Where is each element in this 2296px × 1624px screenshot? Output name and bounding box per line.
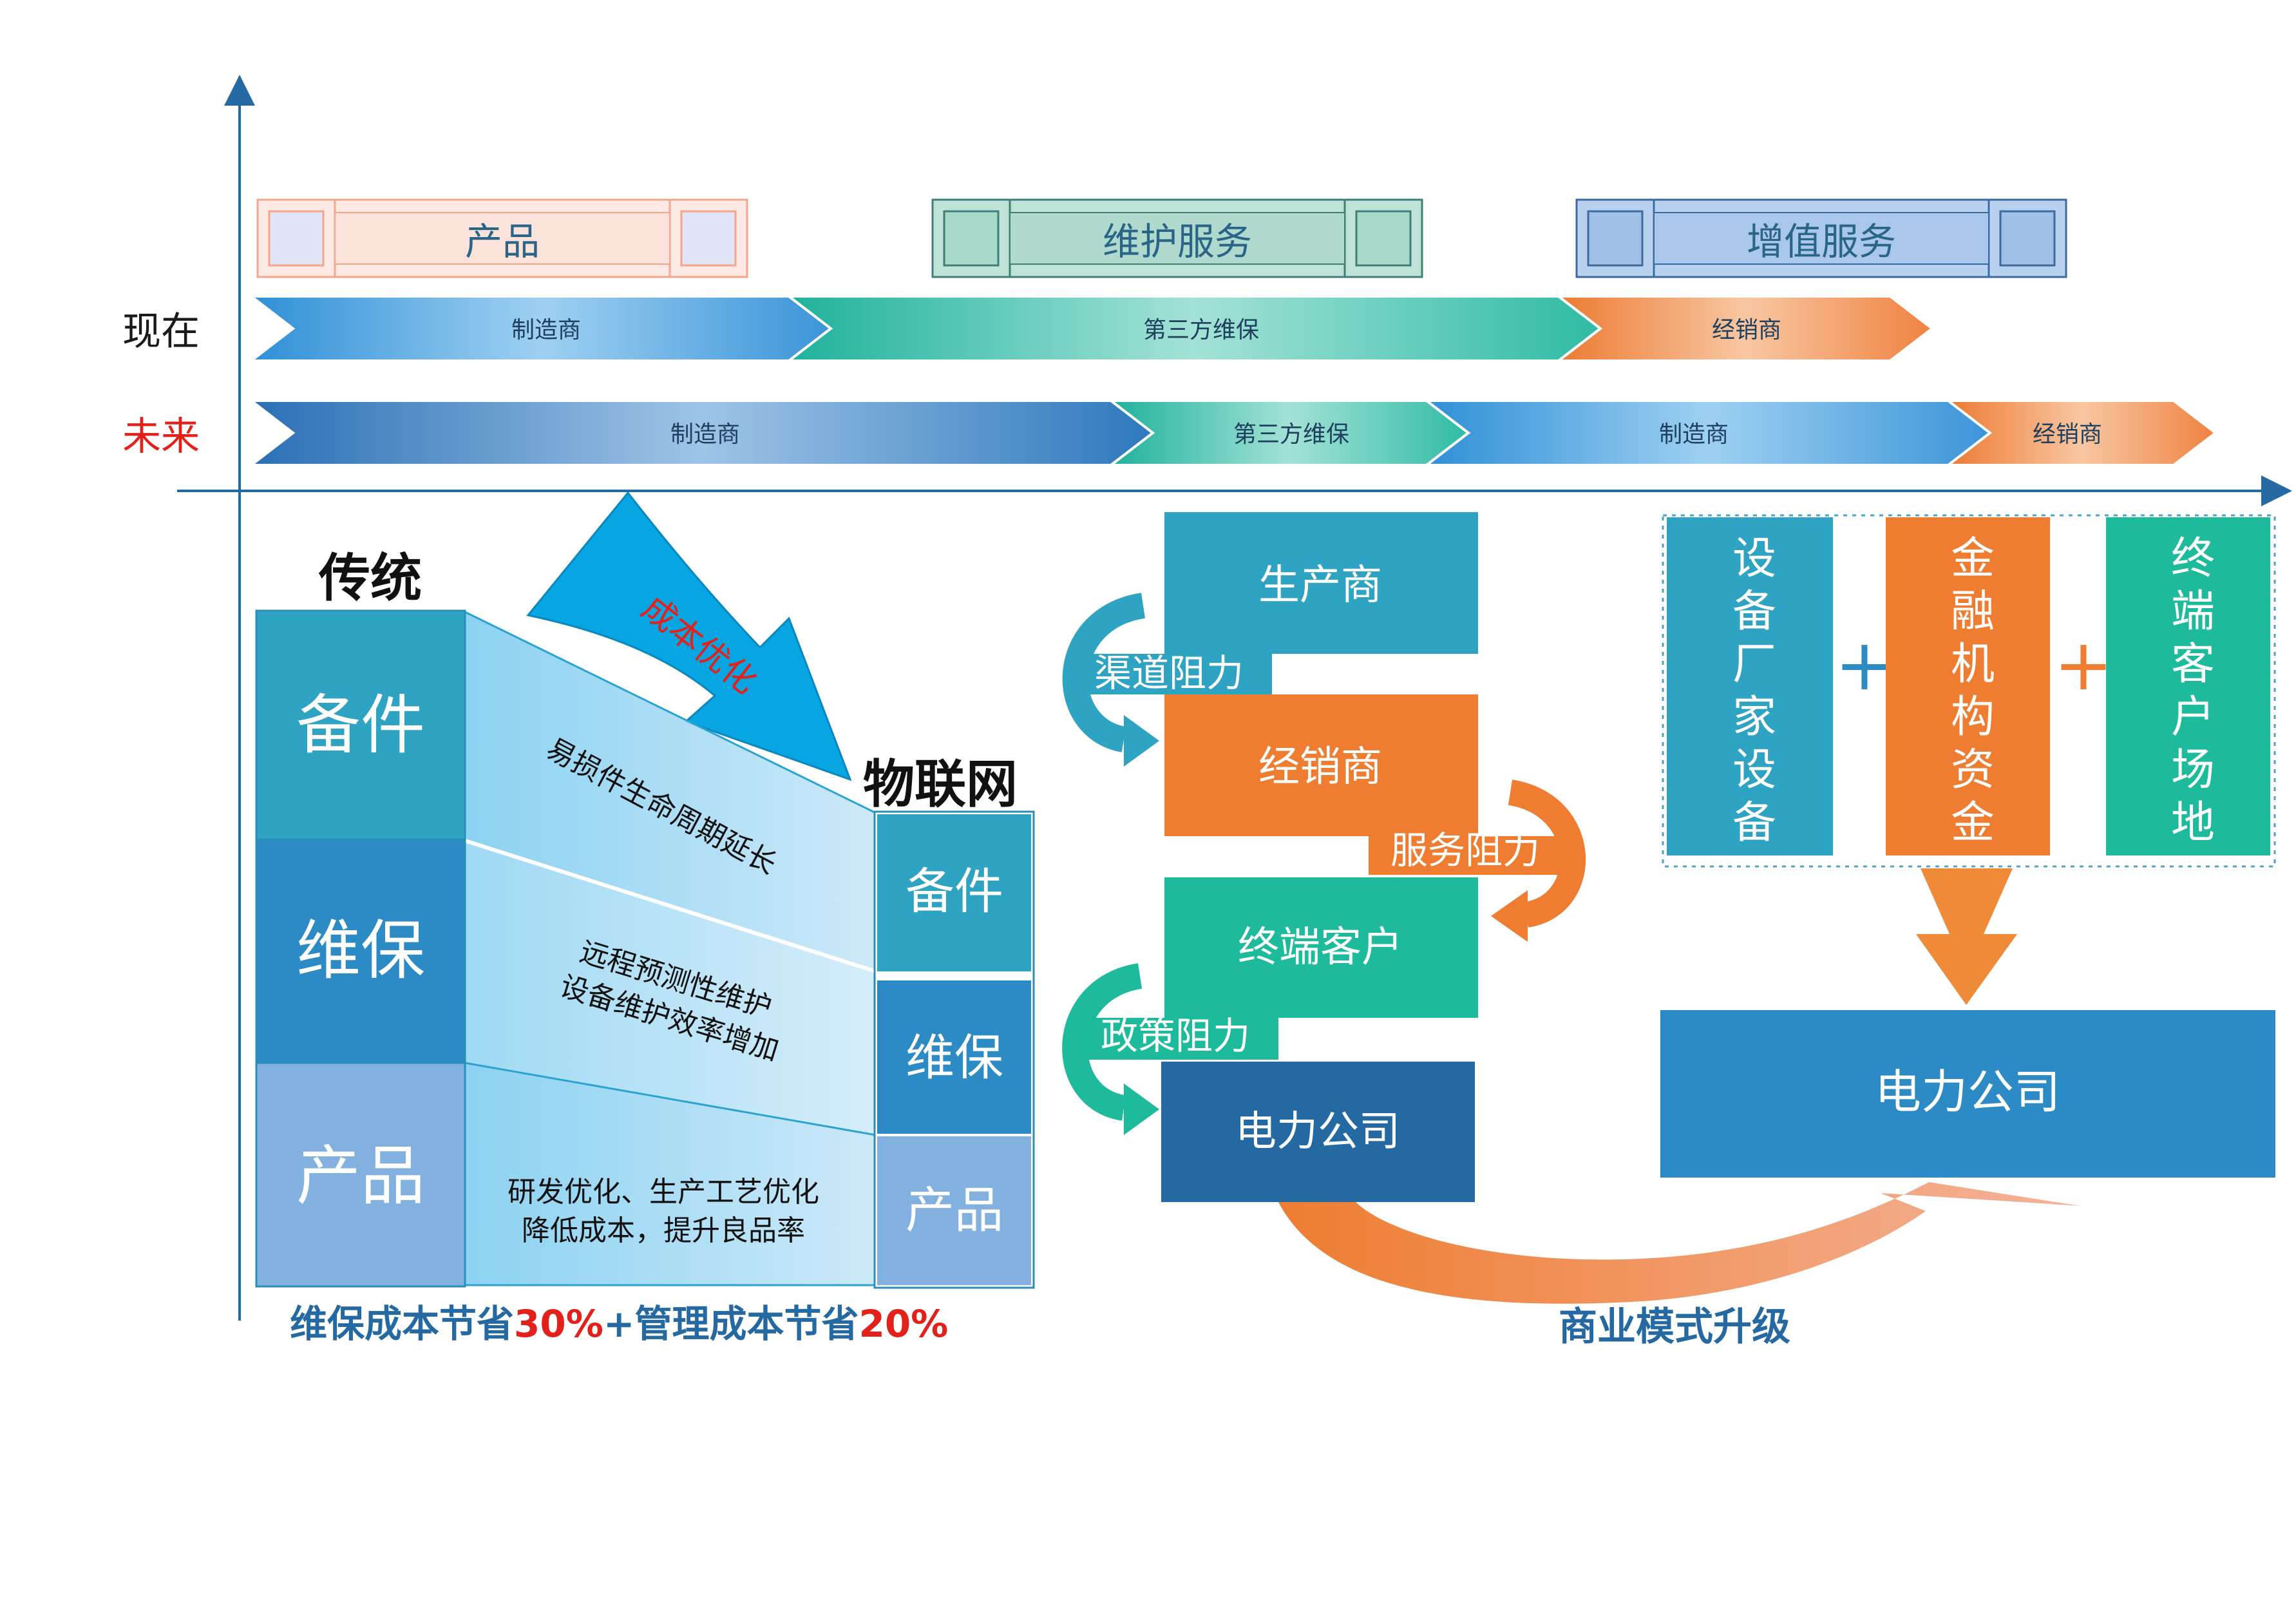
chain-node-producer: [1069, 512, 1478, 694]
future-chevron-manufacturer-1-label: 制造商: [670, 421, 740, 448]
chain-node-dealer: [1164, 694, 1571, 875]
traditional-stack: 备件 维保 产品: [255, 609, 466, 1288]
target-power-company-label: 电力公司: [1875, 1065, 2060, 1119]
resource-box-finance: [1886, 517, 2050, 855]
iot-block-maintenance: [875, 978, 1034, 1136]
upgrade-label: 商业模式升级: [1559, 1304, 1790, 1350]
now-chevron-row: 制造商 第三方维保 经销商: [247, 295, 1935, 362]
plus-sign-1: +: [1835, 624, 1894, 706]
iot-title: 物联网: [863, 754, 1018, 814]
chain-node-end-customer-label: 终端客户: [1238, 924, 1403, 971]
header-product: 产品: [256, 198, 748, 278]
business-model: 设备厂家设备 + 金融机构资金 + 终端客户场地 电力公司 商业模式升级: [1278, 514, 2276, 1350]
traditional-block-maintenance-label: 维保: [296, 913, 425, 988]
savings-pct2: 20%: [859, 1302, 948, 1346]
now-chevron-manufacturer-label: 制造商: [511, 317, 581, 343]
header-product-label: 产品: [465, 220, 540, 263]
traditional-block-parts: [255, 609, 466, 841]
iot-block-product-label: 产品: [906, 1181, 1003, 1239]
future-chevron-manufacturer-2-label: 制造商: [1659, 421, 1729, 448]
now-chevron-third-party-label: 第三方维保: [1143, 317, 1259, 343]
chain-node-power-company-label: 电力公司: [1235, 1108, 1400, 1156]
traditional-block-product: [255, 1062, 466, 1288]
upgrade-arrow: [1278, 1182, 2080, 1304]
row-future-label: 未来: [122, 414, 200, 459]
chain-node-end-customer: [1076, 877, 1478, 1060]
resource-box-equipment: [1667, 517, 1833, 855]
resource-frame: [1662, 514, 2276, 868]
chain-node-dealer-label: 经销商: [1258, 743, 1382, 791]
iot-block-parts: [875, 812, 1034, 974]
header-value-added: 增值服务: [1575, 198, 2067, 278]
future-chevron-dealer-label: 经销商: [2033, 421, 2102, 448]
resource-box-equipment-label: 设备厂家设备: [1725, 535, 1776, 852]
header-maintenance: 维护服务: [931, 198, 1423, 278]
chain-resistance-service: 服务阻力: [1390, 828, 1540, 872]
chain-node-power-company: [1161, 1062, 1475, 1202]
band-text-product-1: 研发优化、生产工艺优化: [508, 1176, 819, 1208]
header-maintenance-label: 维护服务: [1103, 220, 1252, 263]
iot-block-parts-label: 备件: [906, 863, 1003, 920]
resource-box-finance-label: 金融机构资金: [1943, 535, 1994, 852]
traditional-title: 传统: [318, 548, 422, 608]
future-chevron-dealer: [1944, 399, 2218, 466]
resource-box-site-label: 终端客户场地: [2163, 535, 2214, 852]
chain-node-producer-label: 生产商: [1258, 562, 1382, 609]
iot-block-maintenance-label: 维保: [906, 1029, 1003, 1086]
target-power-company: [1660, 1010, 2275, 1178]
row-now-label: 现在: [122, 309, 200, 354]
band-text-product-2: 降低成本，提升良品率: [522, 1214, 805, 1247]
plus-sign-2: +: [2054, 624, 2113, 706]
cost-bands: [464, 611, 877, 1286]
savings-pct1: 30%: [514, 1302, 603, 1346]
now-chevron-dealer: [1555, 295, 1935, 362]
now-chevron-dealer-label: 经销商: [1712, 317, 1781, 343]
savings-plus: +: [603, 1302, 635, 1346]
traditional-block-parts-label: 备件: [296, 687, 425, 763]
iot-stack: 备件 维保 产品: [873, 810, 1035, 1289]
header-value-added-label: 增值服务: [1747, 220, 1896, 263]
future-chevron-third-party-label: 第三方维保: [1233, 421, 1349, 448]
iot-block-product: [875, 1134, 1034, 1288]
savings-part2: 管理成本节省: [634, 1302, 859, 1346]
down-arrow: [1916, 868, 2017, 1005]
traditional-block-product-label: 产品: [296, 1138, 425, 1214]
chain-resistance-channel: 渠道阻力: [1094, 651, 1244, 695]
savings-part1: 维保成本节省: [290, 1302, 514, 1346]
chain: 生产商 渠道阻力 经销商 服务阻力 终端客户 政策阻力 电力公司: [1062, 512, 1586, 1202]
chain-curve-arrow-service: [1507, 779, 1586, 928]
savings-text: 维保成本节省30%+管理成本节省20%: [290, 1302, 948, 1346]
resource-box-site: [2106, 517, 2270, 855]
future-chevron-row: 制造商 第三方维保 制造商 经销商: [247, 399, 2218, 466]
chain-resistance-policy: 政策阻力: [1101, 1014, 1250, 1058]
chain-curve-arrow-policy: [1062, 963, 1143, 1121]
chain-curve-arrow-channel: [1062, 593, 1146, 752]
